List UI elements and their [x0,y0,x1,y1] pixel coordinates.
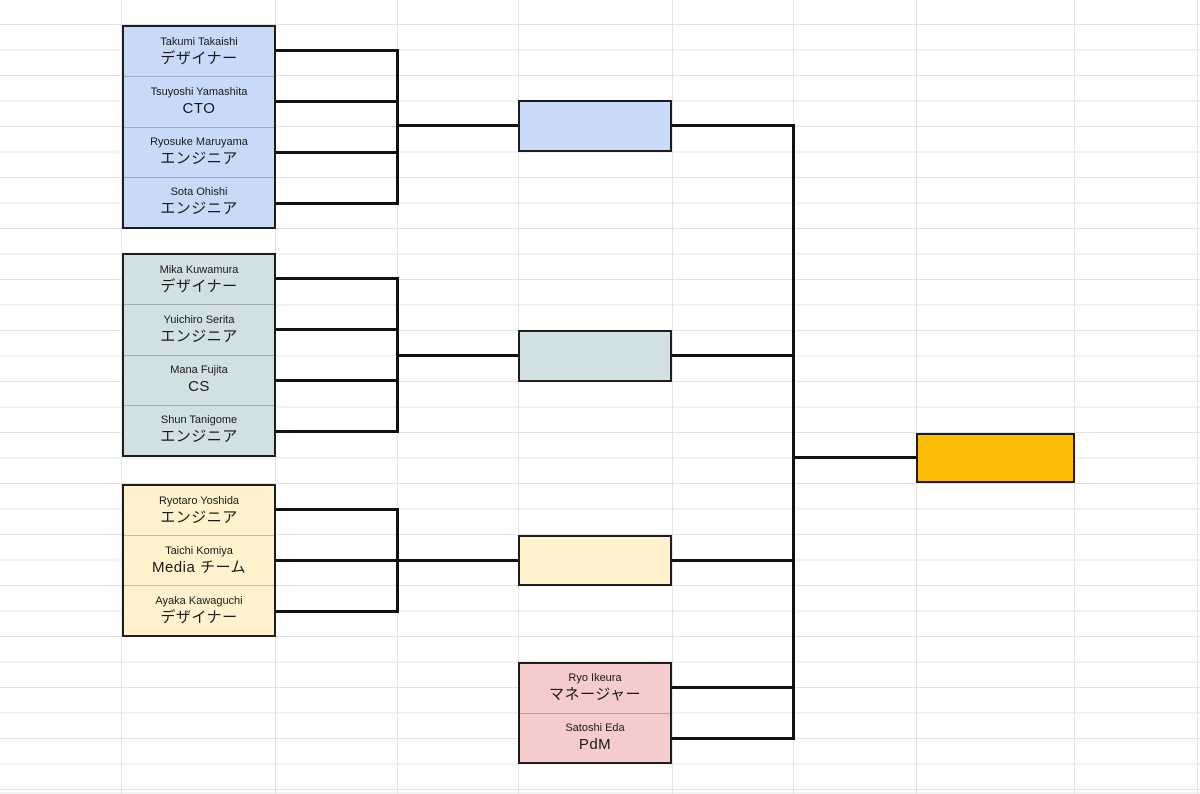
member-cell: Tsuyoshi Yamashita CTO [124,76,274,126]
member-cell: Shun Tanigome エンジニア [124,404,274,455]
member-name: Ryo Ikeura [568,672,622,685]
member-name: Satoshi Eda [565,721,625,734]
bracket-connector-line [276,328,398,331]
member-cell: Taichi Komiya Media チーム [124,535,274,585]
member-role: デザイナー [160,608,238,626]
bracket-connector-line [276,49,398,52]
member-role: エンジニア [160,150,238,168]
member-name: Mika Kuwamura [159,263,239,276]
final-winner-box[interactable] [916,433,1075,483]
bracket-connector-line [396,124,518,127]
bracket-connector-line [672,124,795,127]
member-role: CS [188,378,210,396]
member-cell: Yuichiro Serita エンジニア [124,304,274,354]
bracket-connector-line [792,456,916,459]
member-role: PdM [578,735,612,753]
bracket-connector-line [276,100,398,103]
grid-line [518,0,519,794]
bracket-connector-line [276,379,398,382]
bracket-connector-line [276,202,398,205]
member-name: Yuichiro Serita [163,313,235,326]
bracket-connector-line [396,508,399,613]
member-name: Ryosuke Maruyama [150,136,248,149]
member-cell: Satoshi Eda PdM [520,712,670,763]
bracket-connector-line [672,686,795,689]
semifinal-box-3[interactable] [518,535,672,586]
member-name: Tsuyoshi Yamashita [150,85,248,98]
bracket-connector-line [396,354,518,357]
bracket-connector-line [396,49,399,205]
bracket-connector-line [276,508,398,511]
member-name: Sota Ohishi [170,186,228,199]
member-cell: Ryo Ikeura マネージャー [520,664,670,713]
bracket-connector-line [672,737,795,740]
member-role: エンジニア [160,327,238,345]
bracket-connector-line [276,277,398,280]
bracket-group-2[interactable]: Mika Kuwamura デザイナー Yuichiro Serita エンジニ… [122,253,276,457]
bracket-connector-line [276,430,398,433]
member-name: Takumi Takaishi [160,35,238,48]
member-role: デザイナー [160,49,238,67]
member-name: Ryotaro Yoshida [158,494,240,507]
member-name: Ayaka Kawaguchi [155,594,243,607]
member-role: エンジニア [160,428,238,446]
member-role: Media チーム [151,558,247,576]
bracket-connector-line [276,151,398,154]
grid-line [1197,0,1198,794]
member-cell: Sota Ohishi エンジニア [124,176,274,227]
member-cell: Ayaka Kawaguchi デザイナー [124,585,274,635]
member-role: デザイナー [160,277,238,295]
bracket-connector-line [672,559,795,562]
member-role: エンジニア [160,200,238,218]
member-cell: Mika Kuwamura デザイナー [124,255,274,304]
bracket-connector-line [276,610,398,613]
member-cell: Ryotaro Yoshida エンジニア [124,486,274,535]
member-cell: Ryosuke Maruyama エンジニア [124,126,274,177]
grid-line [121,0,122,794]
semifinal-box-2[interactable] [518,330,672,382]
grid-line [1074,0,1075,794]
member-cell: Takumi Takaishi デザイナー [124,27,274,76]
grid-line [672,0,673,794]
member-name: Shun Tanigome [160,414,238,427]
bracket-group-3[interactable]: Ryotaro Yoshida エンジニア Taichi Komiya Medi… [122,484,276,637]
member-name: Taichi Komiya [165,544,233,557]
member-name: Mana Fujita [170,364,228,377]
bracket-connector-line [672,354,795,357]
member-role: エンジニア [160,508,238,526]
grid-line [916,0,917,794]
bracket-connector-line [792,124,795,740]
bracket-group-1[interactable]: Takumi Takaishi デザイナー Tsuyoshi Yamashita… [122,25,276,229]
bracket-group-4[interactable]: Ryo Ikeura マネージャー Satoshi Eda PdM [518,662,672,764]
member-cell: Mana Fujita CS [124,354,274,405]
member-role: マネージャー [549,686,641,704]
semifinal-box-1[interactable] [518,100,672,152]
member-role: CTO [182,99,216,117]
